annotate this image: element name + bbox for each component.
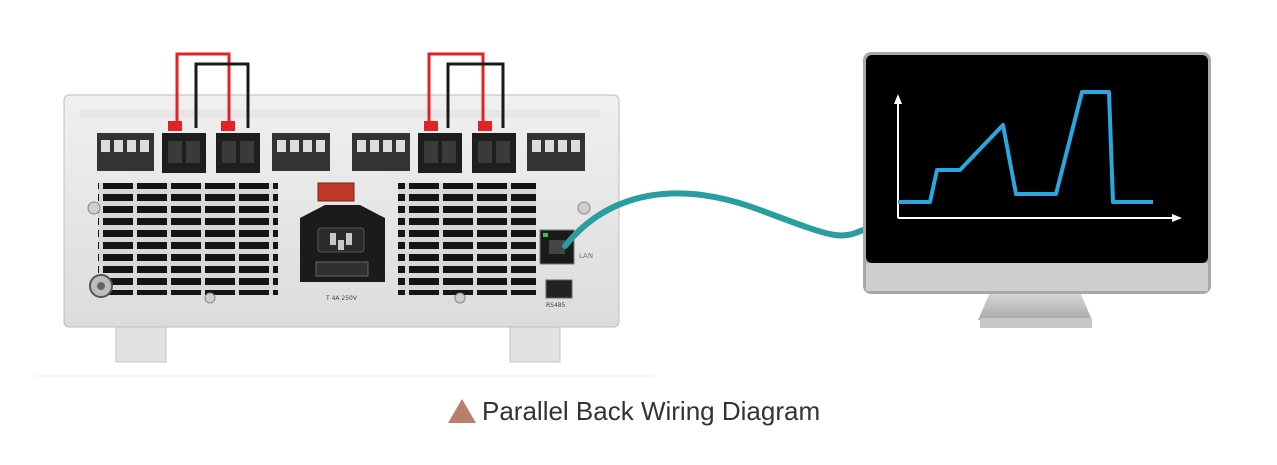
diagram-caption: Parallel Back Wiring Diagram: [448, 394, 820, 428]
caption-text: Parallel Back Wiring Diagram: [482, 395, 821, 426]
power-supply-rear: T 4A 250V LAN RS485: [63, 94, 620, 363]
fuse-label: T 4A 250V: [325, 295, 358, 302]
terminal-block-1: [97, 133, 154, 171]
positive-marker-2: [221, 121, 235, 131]
rs485-label: RS485: [546, 302, 566, 309]
lan-label: LAN: [579, 252, 593, 260]
monitor-chin: [866, 263, 1208, 291]
parallel-wires-left: [175, 52, 250, 128]
screw-right: [577, 201, 591, 215]
ac-inlet: [300, 205, 385, 282]
graph-axes: [894, 94, 1182, 222]
screw-bottom: [454, 292, 466, 304]
lan-port: [539, 229, 575, 265]
power-switch: [317, 182, 355, 202]
triangle-marker-icon: [448, 399, 476, 423]
monitor-screen: [866, 55, 1208, 263]
output-terminal-1: [162, 133, 206, 173]
output-terminal-4: [472, 133, 516, 173]
lan-cable: [562, 190, 871, 249]
rs485-port: [545, 279, 573, 299]
parallel-wires-right: [427, 52, 505, 128]
screw-left: [87, 201, 101, 215]
left-vent-grille: [98, 183, 278, 295]
output-terminal-3: [418, 133, 462, 173]
positive-marker-3: [424, 121, 438, 131]
positive-wire-right: [427, 52, 485, 128]
right-vent-grille: [398, 183, 536, 295]
negative-wire-left: [194, 62, 250, 128]
output-terminal-2: [216, 133, 260, 173]
screw-center: [204, 292, 216, 304]
positive-marker-1: [168, 121, 182, 131]
monitor: [863, 52, 1211, 328]
positive-marker-4: [478, 121, 492, 131]
terminal-block-3: [352, 133, 410, 171]
terminal-block-2: [272, 133, 330, 171]
negative-wire-right: [446, 62, 505, 128]
positive-wire-left: [175, 52, 231, 128]
output-waveform: [898, 90, 1153, 204]
terminal-block-4: [527, 133, 585, 171]
monitor-stand: [978, 292, 1092, 320]
